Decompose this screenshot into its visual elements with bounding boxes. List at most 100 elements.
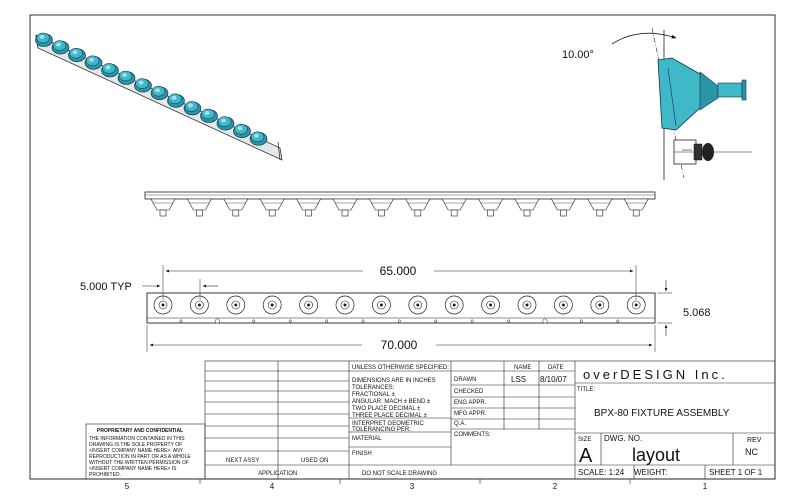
mounting-hole bbox=[288, 319, 292, 323]
front-fixture bbox=[405, 198, 431, 217]
zone-markers: 5 4 3 2 1 bbox=[125, 479, 708, 491]
comments-label: COMMENTS: bbox=[454, 432, 491, 438]
front-fixture bbox=[186, 198, 212, 217]
front-fixture bbox=[514, 198, 540, 217]
zone-2: 2 bbox=[553, 482, 558, 491]
plan-fixture bbox=[408, 295, 428, 315]
angular-tolerance: ANGULAR: MACH ± BEND ± bbox=[352, 399, 431, 405]
plan-fixture bbox=[226, 295, 246, 315]
plan-fixture bbox=[190, 295, 209, 315]
name-column-header: NAME bbox=[514, 365, 531, 371]
title-block-text: overDESIGN Inc. TITLE: BPX-80 FIXTURE AS… bbox=[89, 365, 763, 478]
plan-fixture bbox=[626, 295, 646, 315]
front-fixture bbox=[550, 198, 576, 217]
zone-3: 3 bbox=[410, 482, 415, 491]
front-fixture bbox=[259, 198, 285, 217]
drawn-label: DRAWN bbox=[454, 377, 476, 383]
front-fixture bbox=[150, 198, 176, 217]
isometric-view bbox=[35, 32, 283, 161]
sheet-value: SHEET 1 OF 1 bbox=[709, 468, 763, 477]
two-place-tolerance: TWO PLACE DECIMAL ± bbox=[352, 406, 421, 412]
interpret-line-1: INTERPRET GEOMETRIC bbox=[352, 421, 425, 427]
dimension-lines: 65.000 5.000 TYP 70.000 5.068 bbox=[80, 264, 711, 352]
application-label: APPLICATION bbox=[258, 471, 297, 477]
front-fixture bbox=[441, 198, 467, 217]
mounting-hole bbox=[252, 319, 256, 323]
height-dimension: 5.068 bbox=[683, 307, 711, 319]
iso-fixture bbox=[183, 101, 202, 116]
iso-fixture bbox=[216, 116, 235, 131]
mounting-hole bbox=[542, 318, 548, 324]
pitch-dimension: 5.000 TYP bbox=[80, 281, 132, 293]
proprietary-line-6: <INSERT COMPANY NAME HERE> IS bbox=[89, 466, 177, 472]
plan-fixture bbox=[481, 295, 500, 315]
plan-fixture bbox=[299, 295, 318, 315]
date-column-header: DATE bbox=[548, 365, 564, 371]
iso-fixture bbox=[150, 85, 169, 100]
plan-fixture bbox=[335, 295, 355, 315]
front-fixture bbox=[368, 198, 394, 217]
front-elevation-view bbox=[144, 191, 656, 217]
proprietary-line-5: WITHOUT THE WRITTEN PERMISSION OF bbox=[89, 460, 189, 466]
zone-5: 5 bbox=[125, 482, 130, 491]
angle-dimension: 10.00° bbox=[562, 49, 594, 61]
zone-1: 1 bbox=[703, 482, 708, 491]
front-fixture bbox=[587, 198, 613, 217]
material-label: MATERIAL bbox=[352, 436, 382, 442]
plan-fixture bbox=[590, 295, 610, 315]
mounting-hole bbox=[434, 319, 438, 323]
dwg-no-value: layout bbox=[632, 445, 680, 465]
three-place-tolerance: THREE PLACE DECIMAL ± bbox=[352, 413, 427, 419]
plan-fixture bbox=[444, 295, 464, 315]
plan-fixture bbox=[153, 295, 173, 315]
proprietary-title: PROPRIETARY AND CONFIDENTIAL bbox=[97, 428, 183, 434]
mounting-hole bbox=[616, 319, 620, 323]
front-fixture bbox=[478, 198, 504, 217]
iso-fixture bbox=[200, 108, 218, 123]
iso-fixture bbox=[233, 123, 251, 138]
dims-in-inches: DIMENSIONS ARE IN INCHES bbox=[352, 378, 436, 384]
plan-fixture bbox=[517, 295, 537, 315]
mounting-hole bbox=[179, 319, 183, 323]
proprietary-line-4: REPRODUCTION IN PART OR AS A WHOLE bbox=[89, 454, 191, 460]
front-fixture bbox=[623, 198, 649, 217]
mounting-hole bbox=[397, 319, 401, 323]
iso-fixture bbox=[68, 47, 86, 63]
iso-fixture bbox=[84, 55, 103, 70]
proprietary-line-3: <INSERT COMPANY NAME HERE>. ANY bbox=[89, 448, 184, 454]
used-on-label: USED ON bbox=[301, 458, 328, 464]
front-fixture bbox=[223, 198, 249, 217]
zone-4: 4 bbox=[270, 482, 275, 491]
plan-fixture bbox=[262, 295, 282, 315]
drawing-title: BPX-80 FIXTURE ASSEMBLY bbox=[594, 408, 730, 419]
plan-fixture bbox=[372, 295, 391, 315]
next-assy-label: NEXT ASSY bbox=[226, 458, 259, 464]
iso-fixture bbox=[167, 93, 185, 108]
proprietary-line-2: DRAWING IS THE SOLE PROPERTY OF bbox=[89, 442, 182, 448]
tolerances-label: TOLERANCES: bbox=[352, 385, 395, 391]
title-label: TITLE: bbox=[577, 387, 595, 393]
checked-label: CHECKED bbox=[454, 389, 484, 395]
proprietary-line-7: PROHIBITED. bbox=[89, 472, 121, 478]
size-label: SIZE bbox=[578, 437, 591, 443]
mounting-hole bbox=[579, 319, 583, 323]
iso-fixture bbox=[35, 32, 53, 47]
mounting-hole bbox=[507, 319, 511, 323]
finish-label: FINISH bbox=[352, 451, 372, 457]
iso-fixture bbox=[134, 78, 152, 93]
mfg-appr-label: MFG APPR. bbox=[454, 411, 487, 417]
iso-fixture bbox=[117, 70, 136, 85]
mounting-hole bbox=[325, 319, 329, 323]
size-value: A bbox=[579, 445, 593, 467]
iso-fixture bbox=[249, 131, 268, 146]
dwg-no-label: DWG. NO. bbox=[604, 434, 642, 443]
mounting-hole bbox=[361, 319, 365, 323]
side-detail-view: 10.00° bbox=[562, 27, 752, 180]
qa-label: Q.A. bbox=[454, 421, 466, 427]
iso-fixture bbox=[101, 63, 119, 78]
fractional-tolerance: FRACTIONAL ± bbox=[352, 392, 395, 398]
tolerance-header: UNLESS OTHERWISE SPECIFIED: bbox=[352, 365, 449, 371]
mounting-hole bbox=[470, 319, 474, 323]
length-dimension: 70.000 bbox=[381, 338, 418, 352]
